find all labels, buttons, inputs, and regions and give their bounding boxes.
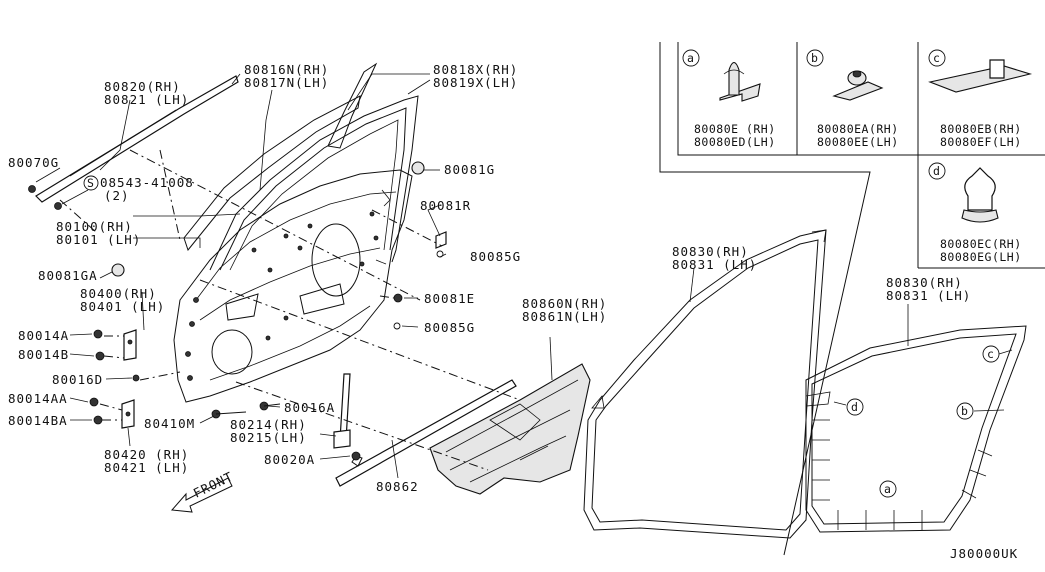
label-80817n: 80817N(LH) xyxy=(244,75,329,90)
label-80081g: 80081G xyxy=(444,162,495,177)
label-80818x: 80818X(RH) xyxy=(433,62,518,77)
outer-belt-molding xyxy=(35,75,239,203)
clip-c-rh-label: 80080EB(RH) xyxy=(940,122,1022,136)
front-direction-arrow: FRONT xyxy=(170,469,236,513)
callout-c-box xyxy=(928,49,946,67)
clip-c-tab xyxy=(989,59,1005,79)
label-80401: 80401 (LH) xyxy=(80,299,165,314)
label-80831-right: 80831 (LH) xyxy=(886,288,971,303)
clip-b-rh-label: 80080EA(RH) xyxy=(817,122,899,136)
label-80821: 80821 (LH) xyxy=(104,92,189,107)
clip-a-detail: a 80080E (RH) 80080ED(LH) xyxy=(682,49,776,149)
callout-c-box-letter: c xyxy=(933,51,940,65)
weatherstrip-clip-layout: d b c a xyxy=(805,325,1027,533)
label-08543: 08543-41008 xyxy=(100,175,194,190)
label-80861n: 80861N(LH) xyxy=(522,309,607,324)
clip-a-lh-label: 80080ED(LH) xyxy=(694,135,776,149)
clip-c-plate xyxy=(928,65,1033,93)
label-80860n: 80860N(RH) xyxy=(522,296,607,311)
label-80081e: 80081E xyxy=(424,291,475,306)
callout-c-marker: c xyxy=(987,347,994,361)
clip-c-lh-label: 80080EF(LH) xyxy=(940,135,1022,149)
label-80816n: 80816N(RH) xyxy=(244,62,329,77)
callout-b-marker: b xyxy=(961,404,968,418)
label-80014aa: 80014AA xyxy=(8,391,68,406)
diagram-code: J80000UK xyxy=(950,546,1018,561)
door-sealing-screen xyxy=(429,363,591,495)
door-hinge-lower xyxy=(121,399,135,429)
leader-lines xyxy=(35,73,909,479)
label-80421: 80421 (LH) xyxy=(104,460,189,475)
label-80081ga: 80081GA xyxy=(38,268,98,283)
label-08543-qty: (2) xyxy=(104,188,130,203)
label-80014a: 80014A xyxy=(18,328,69,343)
window-sash-and-glass-run xyxy=(183,62,419,271)
label-80070g: 80070G xyxy=(8,155,59,170)
door-weatherstrip-loop xyxy=(583,229,827,539)
clip-a-rh-label: 80080E (RH) xyxy=(694,122,776,136)
label-80014b: 80014B xyxy=(18,347,69,362)
clip-d-head xyxy=(964,167,996,211)
clip-a-head xyxy=(728,61,740,96)
callout-a-box-letter: a xyxy=(687,51,694,65)
callout-b-box-letter: b xyxy=(811,51,818,65)
door-check-link xyxy=(333,373,351,449)
door-inner-panel xyxy=(173,169,413,403)
label-80400: 80400(RH) xyxy=(80,286,157,301)
screw-callout: S xyxy=(83,175,99,191)
label-80862: 80862 xyxy=(376,479,419,494)
assembly-lines xyxy=(59,149,521,471)
label-80830-center: 80830(RH) xyxy=(672,244,749,259)
label-80020a: 80020A xyxy=(264,452,315,467)
callout-d-box-letter: d xyxy=(933,164,940,178)
callout-d-box xyxy=(928,162,946,180)
label-80085g-lower: 80085G xyxy=(424,320,475,335)
label-80420: 80420 (RH) xyxy=(104,447,189,462)
clip-c-detail: c 80080EB(RH) 80080EF(LH) xyxy=(928,49,1033,149)
label-80016d: 80016D xyxy=(52,372,103,387)
label-80830-right: 80830(RH) xyxy=(886,275,963,290)
clip-d-base xyxy=(961,209,999,223)
label-80085g-upper: 80085G xyxy=(470,249,521,264)
label-80016a: 80016A xyxy=(284,400,335,415)
callout-d-marker: d xyxy=(851,400,858,414)
clip-detail-panel xyxy=(659,42,1045,556)
clip-d-rh-label: 80080EC(RH) xyxy=(940,237,1022,251)
front-label: FRONT xyxy=(191,469,236,501)
clip-a-base xyxy=(719,83,761,102)
label-80819x: 80819X(LH) xyxy=(433,75,518,90)
label-80081r: 80081R xyxy=(420,198,471,213)
callout-a-marker: a xyxy=(884,482,891,496)
label-80831-center: 80831 (LH) xyxy=(672,257,757,272)
label-80101: 80101 (LH) xyxy=(56,232,141,247)
part-labels: 80820(RH) 80821 (LH) 80816N(RH) 80817N(L… xyxy=(8,62,1018,561)
door-hinge-upper xyxy=(123,329,137,361)
label-80100: 80100(RH) xyxy=(56,219,133,234)
label-80410m: 80410M xyxy=(144,416,195,431)
clip-d-lh-label: 80080EG(LH) xyxy=(940,250,1022,264)
callout-b-box xyxy=(806,49,824,67)
screw-callout-letter: S xyxy=(87,176,94,190)
clip-b-base xyxy=(832,81,884,101)
label-80214: 80214(RH) xyxy=(230,417,307,432)
clip-b-lh-label: 80080EE(LH) xyxy=(817,135,899,149)
clip-d-detail: d 80080EC(RH) 80080EG(LH) xyxy=(928,162,1022,264)
label-80014ba: 80014BA xyxy=(8,413,68,428)
callout-a-box xyxy=(682,49,700,67)
clip-b-detail: b 80080EA(RH) 80080EE(LH) xyxy=(806,49,899,149)
label-80215: 80215(LH) xyxy=(230,430,307,445)
label-80820: 80820(RH) xyxy=(104,79,181,94)
